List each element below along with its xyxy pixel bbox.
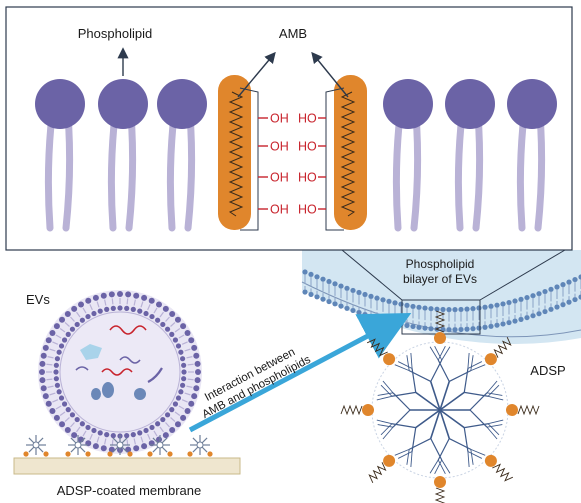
adsp-terminal-node [434, 332, 446, 344]
adsp-terminal-node [506, 404, 518, 416]
membrane-label: ADSP-coated membrane [57, 483, 202, 498]
adsp-terminal-node [383, 353, 396, 366]
bilayer-label-line1: Phospholipid [406, 257, 475, 271]
adsp-terminal-node [484, 454, 497, 467]
bilayer-label-line2: bilayer of EVs [403, 272, 477, 286]
ho-group: HO [298, 203, 317, 217]
amb-molecule-left [218, 75, 259, 231]
cargo-protein [80, 344, 102, 360]
zoom-line-right [479, 249, 566, 301]
membrane-adsp-unit [147, 435, 173, 457]
membrane-adsp-unit [23, 435, 49, 457]
ho-group: HO [298, 171, 317, 185]
amb-arrow-right [311, 51, 349, 98]
adsp-coated-membrane [13, 435, 241, 475]
interaction-label: Interaction between AMB and phospholipid… [200, 346, 313, 421]
interaction-arrow [188, 312, 412, 433]
amb-molecule-right [325, 75, 367, 231]
phospholipid-molecule [445, 79, 495, 232]
cargo-particle [102, 382, 114, 398]
adsp-terminal-node [383, 454, 396, 467]
evs-label: EVs [26, 292, 50, 307]
ev-vesicle [38, 290, 202, 454]
ho-group: HO [298, 112, 317, 126]
oh-group: OH [270, 140, 289, 154]
adsp-terminal-node [362, 404, 374, 416]
phospholipid-molecule [98, 79, 148, 232]
inset-frame [5, 6, 573, 251]
ho-group: HO [298, 140, 317, 154]
oh-group: OH [270, 203, 289, 217]
phospholipid-molecule [157, 79, 207, 232]
amb-arrow-left [237, 51, 276, 98]
phospholipid-molecule [383, 79, 433, 232]
membrane-adsp-unit [65, 435, 91, 457]
phospholipid-label: Phospholipid [78, 26, 152, 41]
phospholipid-molecule [507, 79, 557, 232]
membrane-adsp-unit [107, 435, 133, 457]
amb-label: AMB [279, 26, 307, 41]
hydroxyl-groups: OH HO OH HO OH HO OH HO [258, 112, 326, 217]
membrane-adsp-unit [187, 435, 213, 457]
oh-group: OH [270, 171, 289, 185]
cargo-rna [109, 325, 147, 335]
adsp-label: ADSP [530, 363, 565, 378]
adsp-terminal-node [434, 476, 446, 488]
oh-group: OH [270, 112, 289, 126]
adsp-terminal-node [484, 353, 497, 366]
inset-phospholipids [35, 79, 557, 232]
phospholipid-molecule [35, 79, 85, 232]
zoom-line-left [341, 249, 403, 301]
adsp-dendrimer [340, 310, 540, 503]
